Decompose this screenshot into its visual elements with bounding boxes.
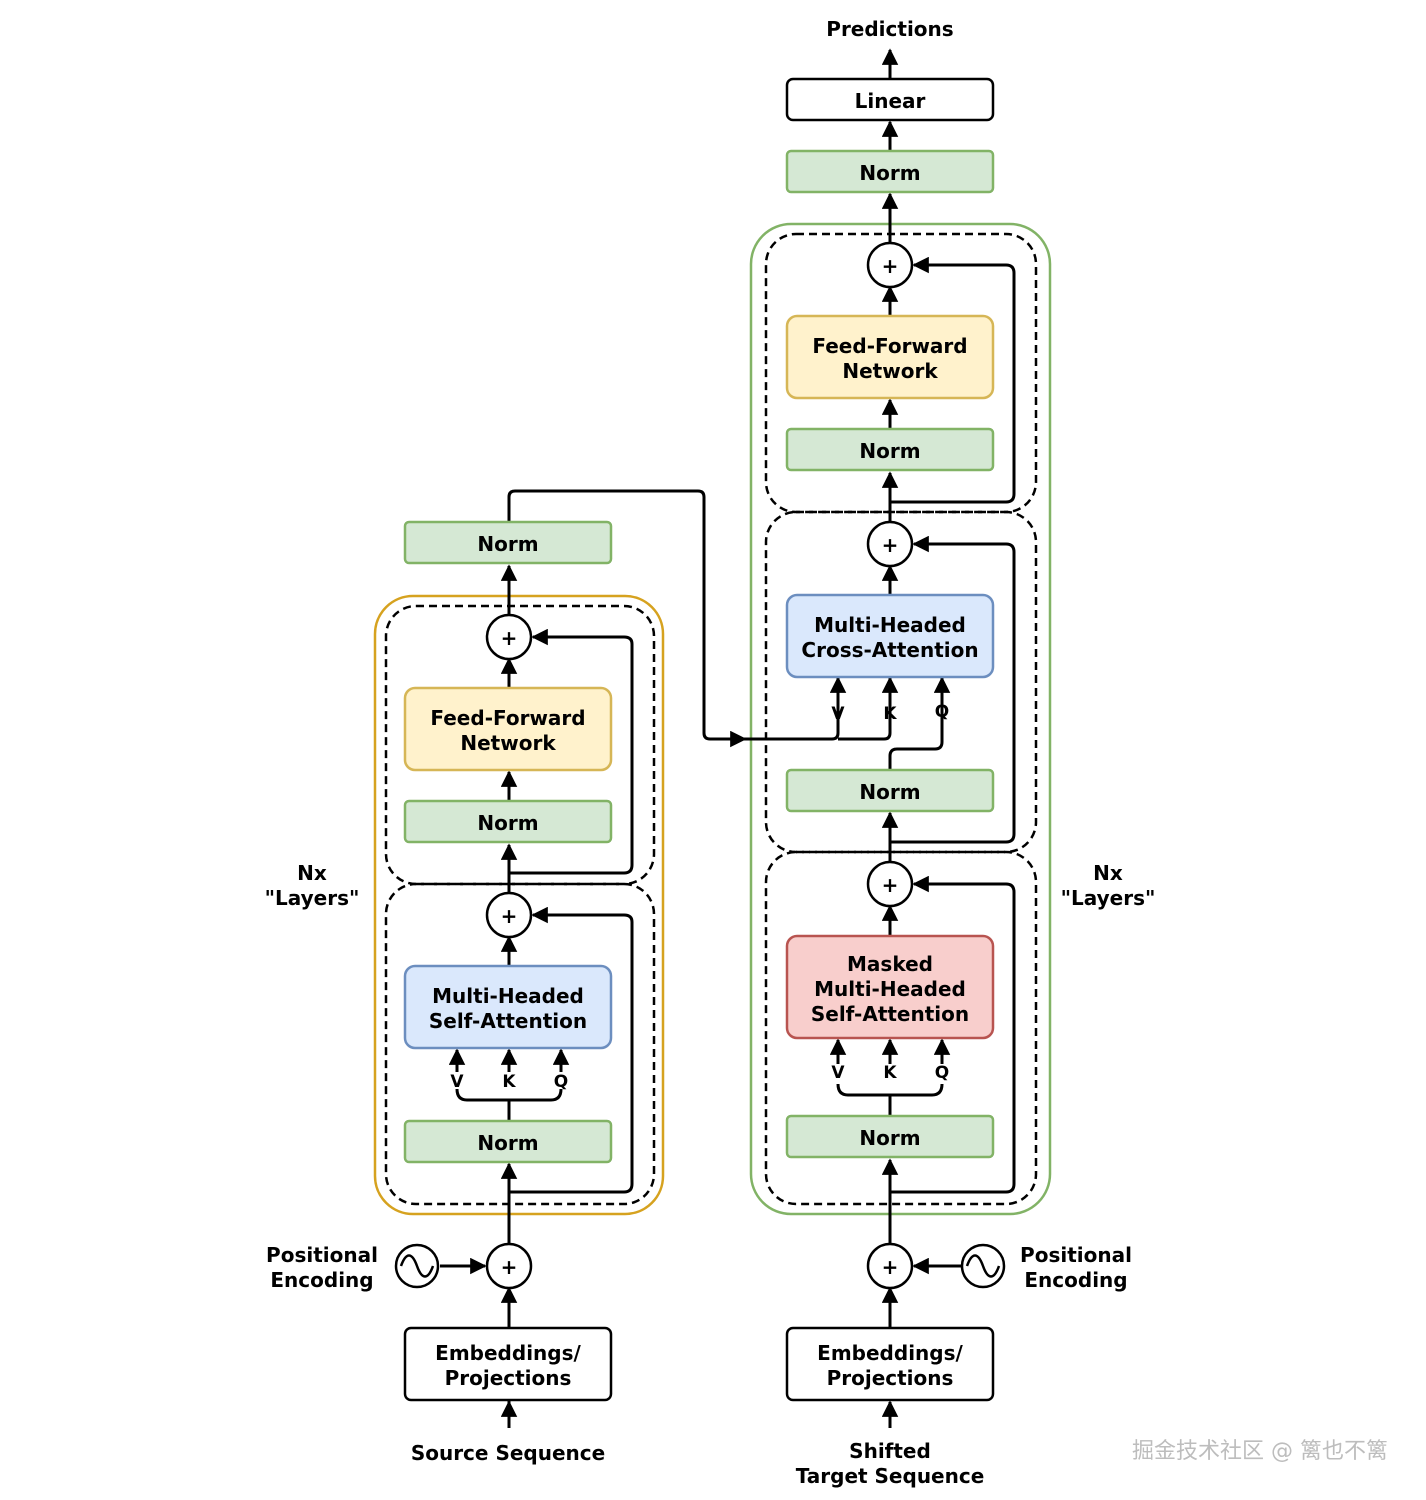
vkq-brace	[455, 1088, 563, 1102]
embed-label-2: Projections	[827, 1366, 954, 1390]
embed-label-1: Embeddings/	[817, 1341, 963, 1365]
predictions-label: Predictions	[826, 17, 953, 41]
encoder-layers-label: "Layers"	[265, 886, 360, 910]
plus-sign: +	[501, 1255, 518, 1279]
source-sequence-label: Source Sequence	[411, 1441, 605, 1465]
q-label: Q	[554, 1072, 568, 1092]
norm-label: Norm	[859, 1126, 920, 1150]
norm-label: Norm	[859, 780, 920, 804]
ff-label-1: Feed-Forward	[430, 706, 585, 730]
norm-label: Norm	[859, 161, 920, 185]
ff-label-1: Feed-Forward	[812, 334, 967, 358]
encoder-plus-1	[485, 891, 533, 939]
decoder-masked-norm	[785, 1114, 995, 1159]
v-label: V	[450, 1072, 464, 1092]
plus-sign: +	[882, 873, 899, 897]
residual-arrow-3	[890, 256, 1016, 504]
masked-label-1: Masked	[847, 952, 933, 976]
sine-wave-path	[399, 1254, 435, 1278]
decoder-embeddings	[785, 1326, 995, 1402]
residual-arrow-1	[890, 875, 1016, 1194]
linear-label: Linear	[855, 89, 926, 113]
k-label: K	[883, 704, 897, 724]
shifted-label-1: Shifted	[849, 1439, 931, 1463]
embed-label-1: Embeddings/	[435, 1341, 581, 1365]
decoder-input-plus	[866, 1242, 914, 1290]
decoder-masked-self-attention	[785, 934, 995, 1040]
residual-arrow-2	[890, 535, 1016, 844]
arrow-to-v	[745, 676, 847, 741]
pos-enc-label-2: Encoding	[270, 1268, 373, 1292]
residual-arrow-2	[509, 628, 634, 875]
masked-label-3: Self-Attention	[811, 1002, 969, 1026]
arrow-norm-to-q	[888, 676, 951, 769]
embed-label-2: Projections	[445, 1366, 572, 1390]
q-label: Q	[935, 1063, 949, 1083]
decoder-ff-norm	[785, 427, 995, 472]
v-label: V	[831, 704, 845, 724]
watermark: 掘金技术社区 @ 篱也不篱	[1132, 1439, 1388, 1464]
encoder-feed-forward	[403, 686, 613, 772]
pos-enc-label-1: Positional	[266, 1243, 378, 1267]
decoder-final-norm	[785, 149, 995, 194]
plus-sign: +	[882, 1255, 899, 1279]
decoder-nx-label: Nx	[1093, 861, 1123, 885]
decoder-plus-3	[866, 241, 914, 289]
pos-enc-label-1: Positional	[1020, 1243, 1132, 1267]
encoder-plus-2	[485, 613, 533, 661]
norm-label: Norm	[859, 439, 920, 463]
pos-enc-label-2: Encoding	[1024, 1268, 1127, 1292]
residual-arrow-1	[509, 906, 634, 1194]
masked-label-2: Multi-Headed	[814, 977, 966, 1001]
plus-sign: +	[501, 904, 518, 928]
encoder-final-norm	[403, 520, 613, 565]
cross-attn-label-1: Multi-Headed	[814, 613, 966, 637]
k-label: K	[502, 1072, 516, 1092]
plus-sign: +	[882, 254, 899, 278]
shifted-label-2: Target Sequence	[796, 1464, 985, 1488]
decoder-cross-attention	[785, 593, 995, 679]
encoder-output-arrow	[507, 489, 747, 748]
encoder-final-norm-label: Norm	[477, 532, 538, 556]
decoder-container	[749, 222, 1052, 1216]
decoder: Predictions Linear Norm + Feed-Forward N…	[745, 17, 1155, 1488]
q-label: Q	[935, 702, 949, 722]
plus-sign: +	[501, 626, 518, 650]
decoder-plus-2	[866, 520, 914, 568]
decoder-layers-label: "Layers"	[1061, 886, 1156, 910]
encoder-ff-norm	[403, 799, 613, 844]
encoder-embeddings	[403, 1326, 613, 1402]
v-label: V	[831, 1063, 845, 1083]
vkq-brace	[836, 1083, 944, 1097]
encoder-self-attention	[403, 964, 613, 1050]
ff-label-2: Network	[460, 731, 556, 755]
arrow-to-k	[838, 676, 899, 741]
encoder-attn-norm	[403, 1119, 613, 1164]
k-label: K	[883, 1063, 897, 1083]
decoder-cross-norm	[785, 768, 995, 813]
decoder-plus-1	[866, 860, 914, 908]
encoder-container	[373, 594, 665, 1216]
encoder: Norm + Feed-Forward Network Norm + Multi…	[265, 489, 747, 1465]
self-attn-label-1: Multi-Headed	[432, 984, 584, 1008]
decoder-feed-forward	[785, 314, 995, 400]
linear-box	[785, 77, 995, 122]
norm-label: Norm	[477, 1131, 538, 1155]
ff-label-2: Network	[842, 359, 938, 383]
norm-label: Norm	[477, 811, 538, 835]
encoder-nx-label: Nx	[297, 861, 327, 885]
plus-sign: +	[882, 533, 899, 557]
self-attn-label-2: Self-Attention	[429, 1009, 587, 1033]
encoder-input-plus	[485, 1242, 533, 1290]
decoder-masked-sublayer	[764, 850, 1038, 1206]
encoder-attn-sublayer	[384, 882, 656, 1206]
sine-wave-path	[965, 1254, 1001, 1278]
cross-attn-label-2: Cross-Attention	[801, 638, 978, 662]
